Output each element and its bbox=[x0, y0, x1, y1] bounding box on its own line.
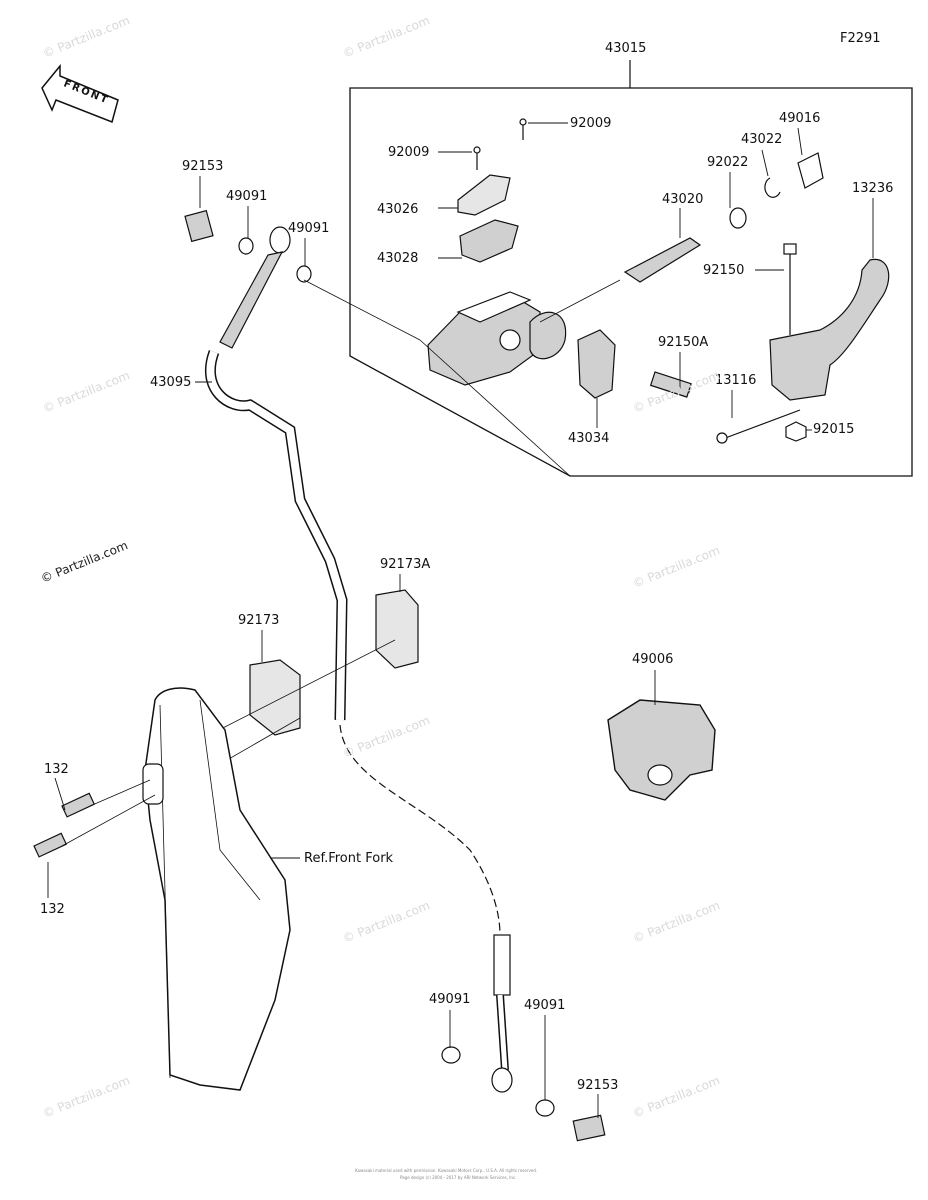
bracket-92173 bbox=[249, 659, 301, 736]
front-fork-guard bbox=[144, 687, 291, 1091]
clamp-43034 bbox=[577, 329, 616, 399]
part-label[interactable]: 92153 bbox=[182, 159, 224, 174]
banjo-bolt-92153-lower bbox=[572, 1114, 606, 1142]
part-label[interactable]: 132 bbox=[40, 902, 65, 917]
footer-copyright: Kawasaki material used with permission. … bbox=[355, 1168, 538, 1173]
banjo-bolt-92153 bbox=[184, 209, 214, 243]
brake-hose-43095 bbox=[204, 226, 513, 1093]
bolt-132-upper bbox=[61, 792, 96, 818]
bracket-92173A bbox=[375, 589, 419, 669]
part-label[interactable]: 43034 bbox=[568, 431, 610, 446]
assembly-number: 43015 bbox=[605, 41, 647, 56]
part-label[interactable]: 92150 bbox=[703, 263, 745, 278]
part-label[interactable]: 13236 bbox=[852, 181, 894, 196]
part-label[interactable]: 92173A bbox=[380, 557, 431, 572]
diaphragm-43028 bbox=[459, 219, 519, 263]
cap-43026 bbox=[457, 174, 511, 216]
part-label[interactable]: 92015 bbox=[813, 422, 855, 437]
piston-43020 bbox=[623, 237, 702, 283]
boot-49016 bbox=[797, 152, 824, 189]
part-label[interactable]: 49091 bbox=[288, 221, 330, 236]
part-label[interactable]: 43026 bbox=[377, 202, 419, 217]
part-label[interactable]: 43028 bbox=[377, 251, 419, 266]
part-label[interactable]: 49091 bbox=[226, 189, 268, 204]
lever-13236 bbox=[769, 258, 890, 401]
front-arrow-icon bbox=[41, 63, 119, 124]
part-label[interactable]: 49006 bbox=[632, 652, 674, 667]
part-label[interactable]: 13116 bbox=[715, 373, 757, 388]
part-label[interactable]: 92150A bbox=[658, 335, 709, 350]
part-label[interactable]: 43095 bbox=[150, 375, 192, 390]
part-label[interactable]: 92153 bbox=[577, 1078, 619, 1093]
master-cylinder bbox=[427, 291, 567, 386]
bolt-132-lower bbox=[33, 832, 68, 858]
part-label[interactable]: 49016 bbox=[779, 111, 821, 126]
part-label[interactable]: 92022 bbox=[707, 155, 749, 170]
footer-design: Page design (c) 2004 - 2017 by ARI Netwo… bbox=[400, 1175, 517, 1180]
diagram-code: F2291 bbox=[840, 31, 881, 46]
part-label[interactable]: 92009 bbox=[388, 145, 430, 160]
reference-label: Ref.Front Fork bbox=[304, 851, 394, 866]
part-label[interactable]: 43022 bbox=[741, 132, 783, 147]
part-label[interactable]: 49091 bbox=[429, 992, 471, 1007]
part-label[interactable]: 43020 bbox=[662, 192, 704, 207]
assembly-box bbox=[349, 87, 913, 477]
part-label[interactable]: 132 bbox=[44, 762, 69, 777]
part-label[interactable]: 92009 bbox=[570, 116, 612, 131]
caliper-cover-49006 bbox=[607, 699, 716, 801]
part-label[interactable]: 92173 bbox=[238, 613, 280, 628]
part-label[interactable]: 49091 bbox=[524, 998, 566, 1013]
